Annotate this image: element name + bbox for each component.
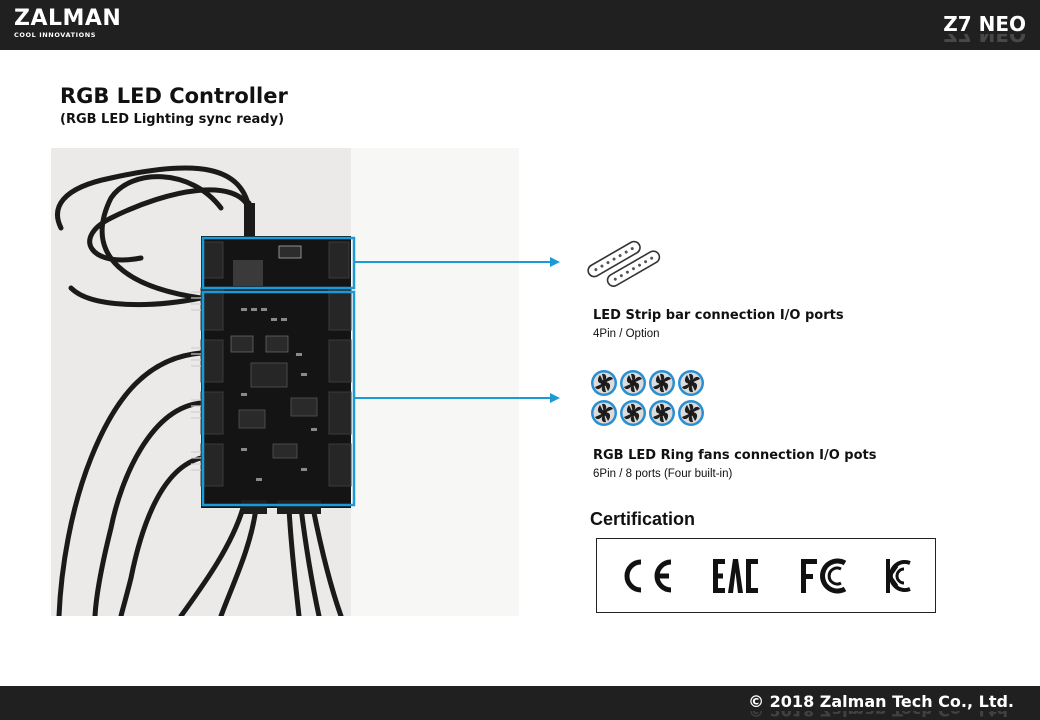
led-strip-icon bbox=[587, 240, 661, 287]
fan-icon bbox=[649, 370, 675, 396]
model-name-reflection: Z7 NEO bbox=[943, 34, 1026, 46]
fan-icon bbox=[649, 400, 675, 426]
header-bar: ZALMAN COOL INNOVATIONS Z7 NEO Z7 NEO bbox=[0, 0, 1040, 50]
callout-arrows bbox=[354, 257, 560, 403]
fan-icon bbox=[678, 370, 704, 396]
page-subtitle: (RGB LED Lighting sync ready) bbox=[60, 112, 285, 127]
fan-icon bbox=[591, 400, 617, 426]
led-strip-title: LED Strip bar connection I/O ports bbox=[593, 308, 844, 323]
fan-ports-title: RGB LED Ring fans connection I/O pots bbox=[593, 448, 877, 463]
certification-title: Certification bbox=[590, 509, 696, 529]
brand-name: ZALMAN bbox=[14, 6, 122, 31]
fan-ports-detail: 6Pin / 8 ports (Four built-in) bbox=[593, 468, 733, 480]
fan-icon bbox=[620, 400, 646, 426]
fcc-mark-icon bbox=[801, 558, 847, 594]
fan-icon bbox=[591, 370, 617, 396]
fan-icon bbox=[620, 370, 646, 396]
brand-tagline: COOL INNOVATIONS bbox=[14, 31, 97, 39]
controller-photo bbox=[51, 148, 519, 619]
eac-mark-icon bbox=[713, 559, 758, 593]
ce-mark-icon bbox=[624, 559, 672, 593]
copyright-text: © 2018 Zalman Tech Co., Ltd. bbox=[748, 692, 1014, 711]
footer-bar: © 2018 Zalman Tech Co., Ltd. © 2018 Zalm… bbox=[0, 686, 1040, 720]
model-name: Z7 NEO bbox=[943, 12, 1026, 36]
fan-icon-grid bbox=[591, 370, 704, 426]
copyright-reflection: © 2018 Zalman Tech Co., Ltd. bbox=[748, 711, 1014, 720]
fan-icon bbox=[678, 400, 704, 426]
certification-box bbox=[596, 538, 936, 613]
page-title: RGB LED Controller bbox=[60, 84, 288, 108]
brand-logo: ZALMAN COOL INNOVATIONS bbox=[14, 6, 122, 40]
led-strip-detail: 4Pin / Option bbox=[593, 328, 660, 340]
kc-mark-icon bbox=[886, 559, 911, 593]
